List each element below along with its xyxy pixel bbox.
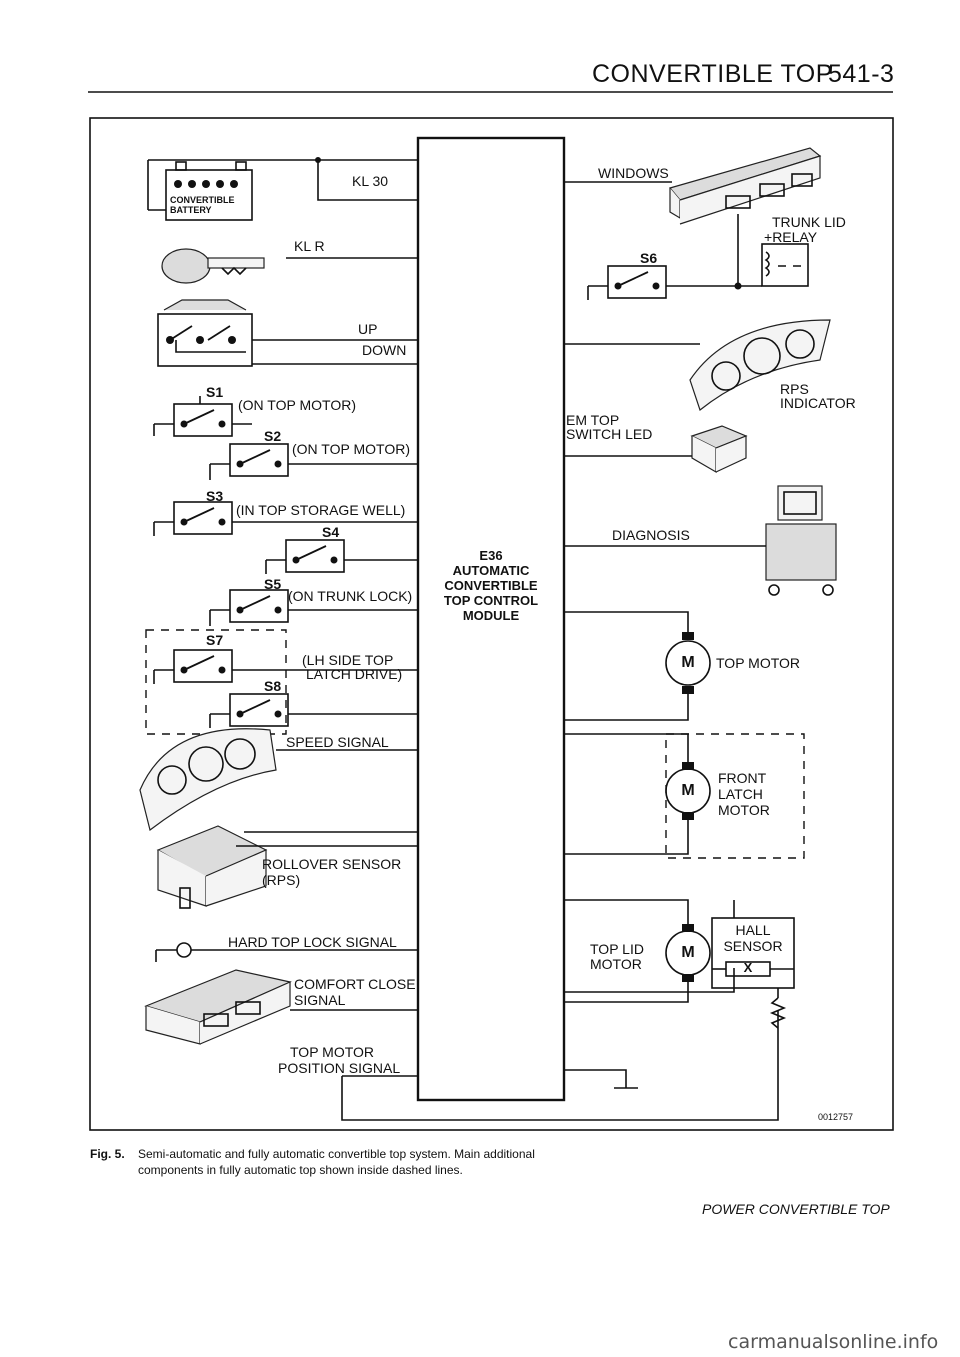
figure-caption-text: Semi-automatic and fully automatic conve… <box>138 1147 535 1177</box>
s7-description-line1: (LH SIDE TOP <box>302 652 394 668</box>
switch-s6-symbol <box>587 265 667 300</box>
top-lid-motor-symbol <box>665 930 711 976</box>
comfort-close-label-line2: SIGNAL <box>294 992 346 1008</box>
key-icon <box>161 248 265 284</box>
em-top-label-line2: SWITCH LED <box>566 426 653 442</box>
top-lid-motor-m: M <box>681 944 695 961</box>
optional-components-box-right <box>665 733 805 859</box>
hard-top-lock-symbol <box>155 942 192 962</box>
module-label-line2: AUTOMATIC <box>452 563 530 578</box>
front-latch-label-line3: MOTOR <box>718 802 770 818</box>
trunk-relay-symbol <box>737 214 809 287</box>
top-motor-m: M <box>681 654 695 671</box>
up-label: UP <box>358 321 378 337</box>
s6-label: S6 <box>640 250 658 266</box>
switch-s1-symbol <box>153 396 233 437</box>
module-label-line4: TOP CONTROL <box>443 593 539 608</box>
front-latch-label-line1: FRONT <box>718 770 767 786</box>
s5-label: S5 <box>264 576 282 592</box>
battery-icon <box>147 160 253 221</box>
up-down-switch <box>157 299 253 367</box>
front-latch-motor-m: M <box>681 782 695 799</box>
rollover-sensor-label-line1: ROLLOVER SENSOR <box>262 856 402 872</box>
down-label: DOWN <box>362 342 407 358</box>
switch-s5-symbol <box>209 589 289 626</box>
s7-description-line2: LATCH DRIVE) <box>306 666 403 682</box>
gm4-module-icon-left <box>144 969 292 1045</box>
hall-sensor-symbol <box>711 917 795 989</box>
gm4-module-icon-right <box>668 147 822 225</box>
position-signal-label-line2: POSITION SIGNAL <box>278 1060 401 1076</box>
rps-indicator-cluster-icon <box>689 319 831 412</box>
control-module-box <box>416 136 566 1102</box>
figure-frame <box>89 117 894 1131</box>
rollover-sensor-icon <box>156 825 268 909</box>
switch-s7-symbol <box>153 649 233 684</box>
s3-label: S3 <box>206 488 224 504</box>
em-top-label-line1: EM TOP <box>566 412 620 428</box>
rps-indicator-label-line1: RPS <box>780 381 809 397</box>
s3-description: (IN TOP STORAGE WELL) <box>236 502 406 518</box>
comfort-close-label-line1: COMFORT CLOSE <box>294 976 416 992</box>
section-title: CONVERTIBLE TOP <box>592 60 833 88</box>
top-lid-label-line1: TOP LID <box>590 941 644 957</box>
hard-top-lock-label: HARD TOP LOCK SIGNAL <box>228 934 397 950</box>
switch-led-icon <box>690 425 748 474</box>
s2-label: S2 <box>264 428 282 444</box>
top-lid-label-line2: MOTOR <box>590 956 642 972</box>
s8-label: S8 <box>264 678 282 694</box>
module-label-line5: MODULE <box>462 608 520 623</box>
diagnosis-tester-icon <box>765 485 837 596</box>
front-latch-motor-symbol <box>665 768 711 814</box>
s1-description: (ON TOP MOTOR) <box>238 397 356 413</box>
rps-indicator-label-line2: INDICATOR <box>780 395 856 411</box>
speed-signal-label: SPEED SIGNAL <box>286 734 389 750</box>
switch-s4-symbol <box>265 539 345 574</box>
diagnosis-label: DIAGNOSIS <box>612 527 690 543</box>
front-latch-label-line2: LATCH <box>718 786 763 802</box>
trunk-relay-label-line1: TRUNK LID <box>772 214 846 230</box>
resistor-symbol <box>769 997 787 1029</box>
page-number: 541-3 <box>828 60 895 88</box>
instrument-cluster-icon <box>139 728 277 832</box>
top-motor-label: TOP MOTOR <box>716 655 801 671</box>
rollover-sensor-label-line2: (RPS) <box>262 872 301 888</box>
position-signal-label-line1: TOP MOTOR <box>290 1044 375 1060</box>
trunk-relay-label-line2-text: RELAY <box>772 229 818 245</box>
optional-components-box-left <box>145 629 287 735</box>
module-label-line1: E36 <box>479 548 503 563</box>
s2-description: (ON TOP MOTOR) <box>292 441 410 457</box>
s4-label: S4 <box>322 524 340 540</box>
battery-label: CONVERTIBLE BATTERY <box>170 195 235 215</box>
windows-label: WINDOWS <box>598 165 669 181</box>
s1-label: S1 <box>206 384 224 400</box>
s7-label: S7 <box>206 632 224 648</box>
watermark: carmanualsonline.info <box>728 1331 939 1353</box>
top-motor-symbol <box>665 640 711 686</box>
hall-sensor-label-line2: SENSOR <box>723 938 783 954</box>
control-module-label: E36 AUTOMATIC CONVERTIBLE TOP CONTROL MO… <box>426 548 556 623</box>
module-label-line3: CONVERTIBLE <box>444 578 538 593</box>
trunk-relay-label-line2: +RELAY <box>764 229 818 245</box>
hall-sensor-label-line1: HALL <box>735 922 771 938</box>
klr-label: KL R <box>294 238 325 254</box>
s5-description: (ON TRUNK LOCK) <box>288 588 413 604</box>
kl30-label: KL 30 <box>352 173 389 189</box>
switch-s2-symbol <box>209 443 289 480</box>
hall-sensor-x: X <box>743 960 753 975</box>
figure-caption-number: Fig. 5. <box>90 1147 125 1161</box>
figure-id: 0012757 <box>818 1112 854 1122</box>
switch-s8-symbol <box>209 693 289 728</box>
switch-s3-symbol <box>153 501 233 536</box>
footer-title: POWER CONVERTIBLE TOP <box>702 1201 890 1217</box>
